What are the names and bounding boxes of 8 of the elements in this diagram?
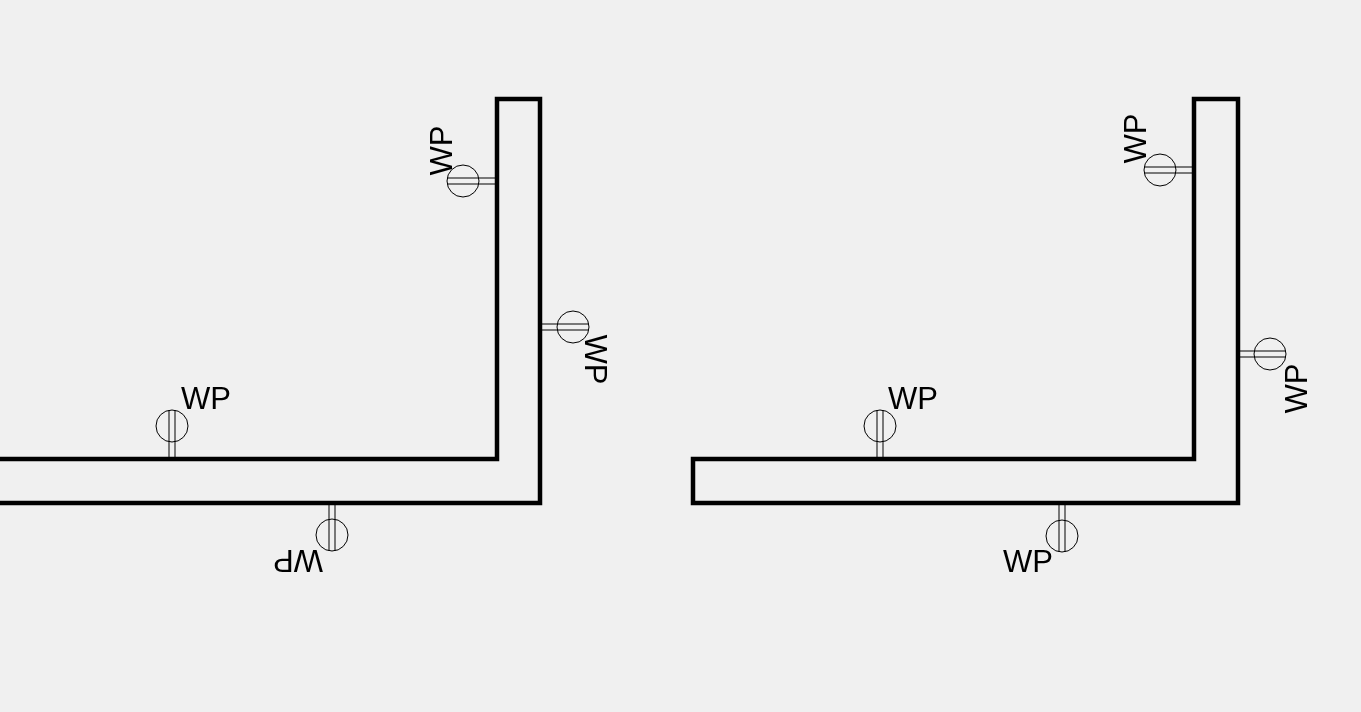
outlet-label: WP [580, 334, 612, 384]
outlet-label: WP [1120, 113, 1152, 163]
outlet-label: WP [181, 382, 231, 414]
outlet-label: WP [426, 125, 458, 175]
outlet-label: WP [1281, 363, 1313, 413]
outlet-label: WP [888, 382, 938, 414]
outlet-label: WP [1003, 545, 1053, 577]
outlet-label: WP [273, 544, 323, 576]
